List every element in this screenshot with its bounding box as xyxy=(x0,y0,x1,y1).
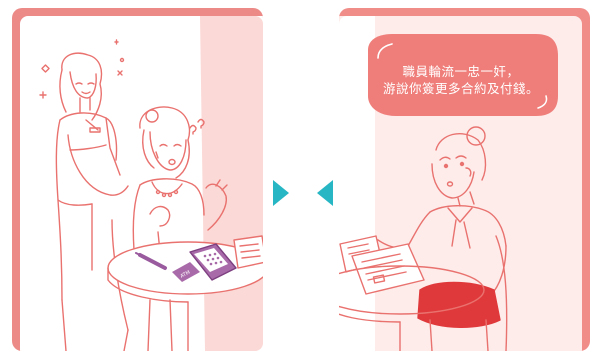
sparkles xyxy=(39,39,125,99)
speech-bubble-text: 職員輪流一忠一奸， 游說你簽更多合約及付錢。 xyxy=(371,57,551,103)
arrow-right-icon xyxy=(273,180,289,206)
payment-terminal xyxy=(189,243,237,281)
chair-right xyxy=(495,235,508,351)
pen xyxy=(135,252,167,270)
contract-papers-left xyxy=(233,235,263,269)
arrow-left-icon xyxy=(317,180,333,206)
staff-figure-right xyxy=(369,126,507,351)
customer-figure xyxy=(132,106,228,253)
speech-bubble xyxy=(368,34,558,116)
staff-figure xyxy=(55,52,129,351)
svg-text:ATM: ATM xyxy=(179,270,191,280)
table-right xyxy=(339,265,485,351)
speech-line-1: 職員輪流一忠一奸， xyxy=(402,64,520,79)
light-beam-left xyxy=(200,16,263,351)
bank-card: ATM xyxy=(172,262,200,282)
contract-papers-right xyxy=(339,235,425,295)
speech-line-2: 游說你簽更多合約及付錢。 xyxy=(382,81,539,96)
